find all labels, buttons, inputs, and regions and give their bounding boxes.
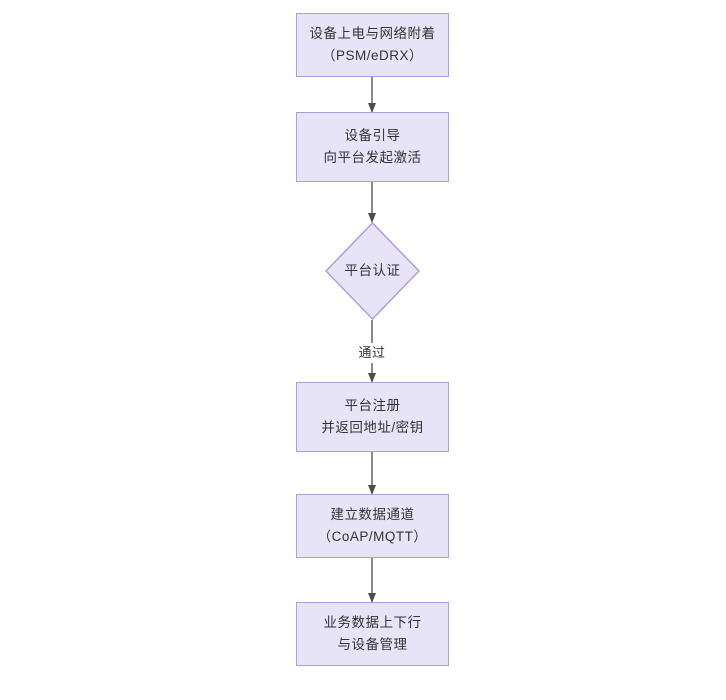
flow-node-n3[interactable]: 平台认证 — [325, 222, 420, 320]
flow-node-n5[interactable]: 建立数据通道 （CoAP/MQTT） — [296, 494, 449, 558]
flow-node-n2[interactable]: 设备引导 向平台发起激活 — [296, 112, 449, 182]
diamond-shape — [325, 222, 420, 320]
flow-node-label-n4: 平台注册 并返回地址/密钥 — [321, 398, 424, 435]
flow-node-label-n3: 平台认证 — [344, 263, 401, 278]
flow-node-label-n5: 建立数据通道 （CoAP/MQTT） — [317, 507, 428, 544]
flow-node-n1[interactable]: 设备上电与网络附着 （PSM/eDRX） — [296, 13, 449, 77]
flow-node-label-n6: 业务数据上下行 与设备管理 — [323, 615, 422, 652]
flow-node-n6[interactable]: 业务数据上下行 与设备管理 — [296, 602, 449, 666]
flow-node-label-n1: 设备上电与网络附着 （PSM/eDRX） — [309, 26, 436, 63]
flow-edge-label-e3: 通过 — [355, 343, 389, 363]
flow-node-label-n2: 设备引导 向平台发起激活 — [323, 128, 422, 165]
flow-node-n4[interactable]: 平台注册 并返回地址/密钥 — [296, 382, 449, 452]
